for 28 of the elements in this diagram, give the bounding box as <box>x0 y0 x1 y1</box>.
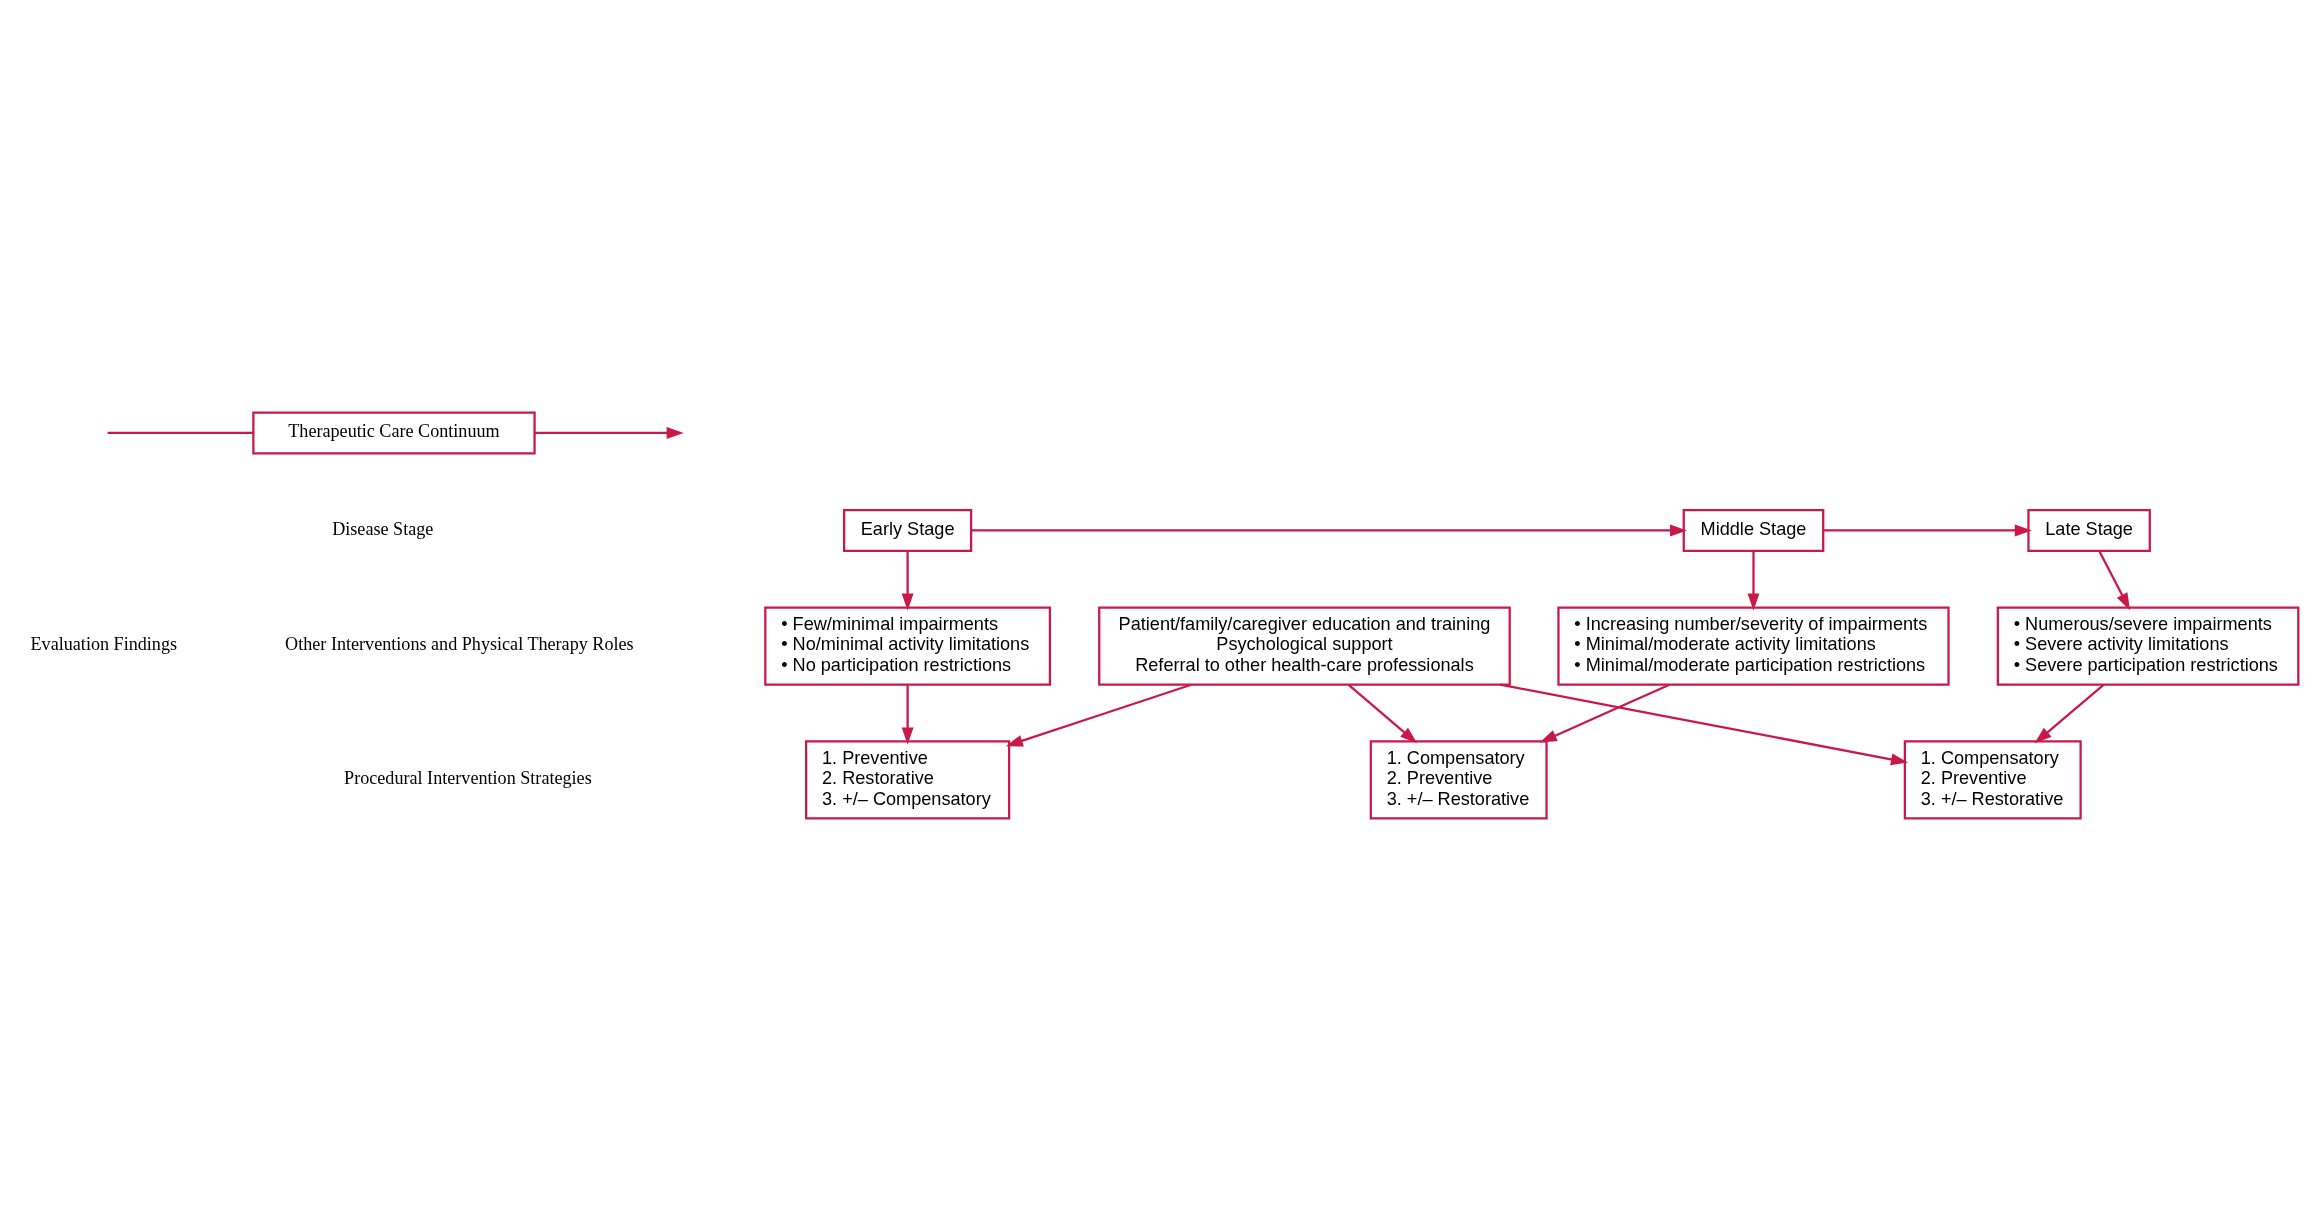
node-box: Patient/family/caregiver education and training Psychological support Referral to other health-care professionals <box>1098 606 1511 686</box>
arrow <box>971 524 1687 537</box>
label: Evaluation Findings <box>30 634 178 655</box>
label: Other Interventions and Physical Therapy Roles <box>285 634 634 655</box>
node-box: • Increasing number/severity of impairments • Minimal/moderate activity limitations • Minimal/moderate participation restrictions <box>1557 606 1950 686</box>
arrow <box>1005 683 1192 747</box>
arrow <box>1500 683 1908 766</box>
arrow <box>2098 550 2130 611</box>
label: Disease Stage <box>332 518 434 539</box>
node-box: Early Stage <box>843 508 973 552</box>
arrow <box>534 426 684 439</box>
node-box: • Numerous/severe impairments • Severe activity limitations • Severe participation restrictions <box>1996 606 2300 686</box>
label: Procedural Intervention Strategies <box>344 768 592 789</box>
arrow <box>901 551 914 611</box>
arrow <box>1539 683 1670 743</box>
arrow <box>1823 524 2032 537</box>
node-box: 1. Preventive 2. Restorative 3. +/– Compensatory <box>805 740 1011 820</box>
node-box: 1. Compensatory 2. Preventive 3. +/– Restorative <box>1369 740 1548 820</box>
node-box: Late Stage <box>2027 508 2151 552</box>
node-box: • Few/minimal impairments • No/minimal activity limitations • No participation restrictions <box>764 606 1052 686</box>
arrow <box>1347 684 1418 744</box>
arrow <box>2034 684 2105 744</box>
arrow <box>901 684 914 745</box>
connector <box>107 431 254 435</box>
arrow <box>1747 551 1760 611</box>
node-box: Therapeutic Care Continuum <box>252 411 536 455</box>
node-box: Middle Stage <box>1682 508 1825 552</box>
node-box: 1. Compensatory 2. Preventive 3. +/– Restorative <box>1903 740 2082 820</box>
